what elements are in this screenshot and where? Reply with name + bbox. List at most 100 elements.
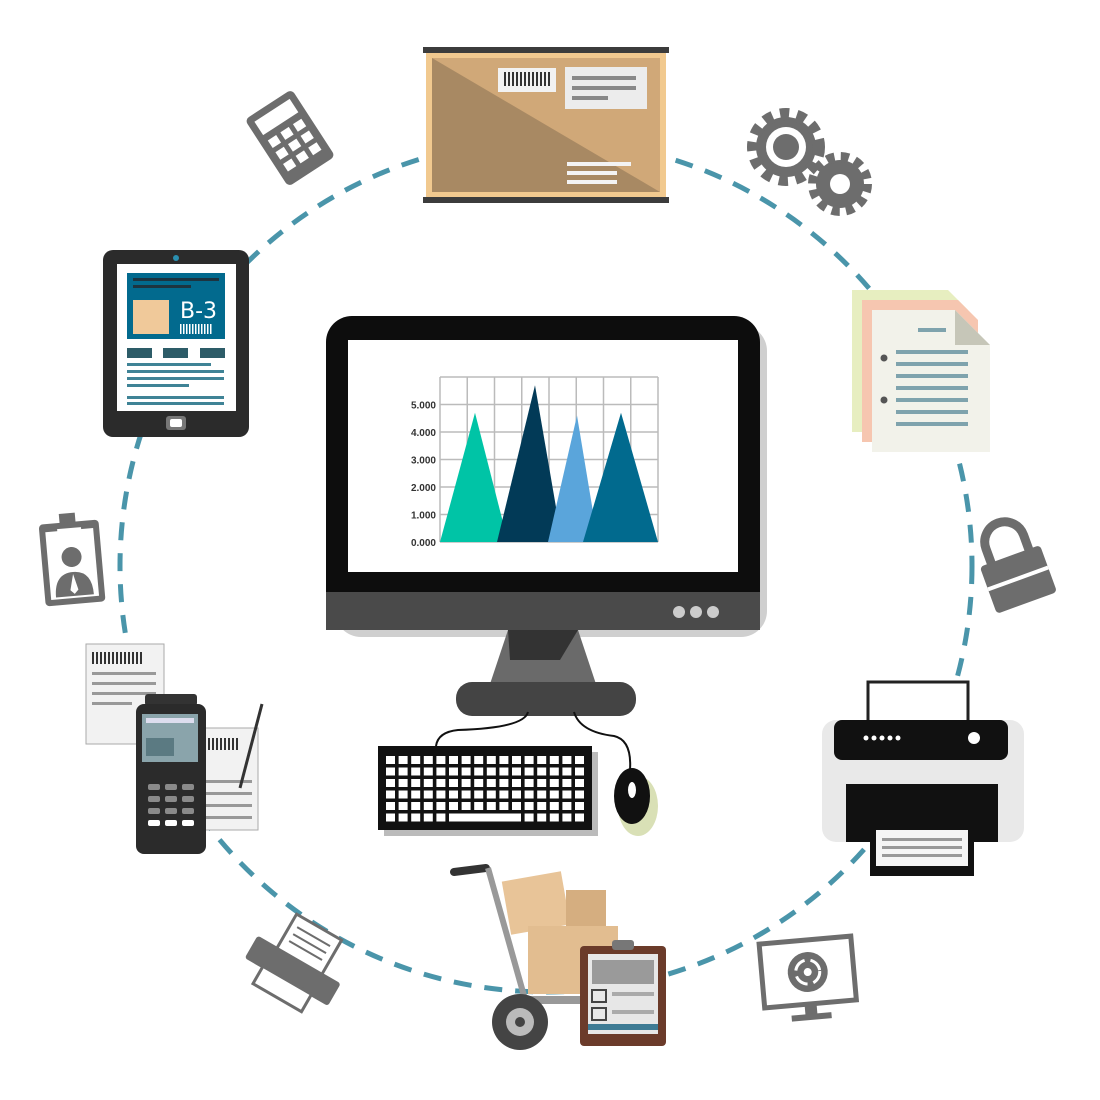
keyboard-key [398, 813, 408, 822]
id-badge-icon [38, 512, 106, 607]
keyboard-key [423, 779, 433, 787]
calculator-icon [246, 91, 334, 185]
keyboard-key [449, 756, 458, 764]
keyboard-key [524, 756, 534, 764]
keyboard-key [512, 756, 521, 764]
keyboard-key [524, 779, 534, 787]
keyboard-cable [435, 711, 632, 771]
keyboard-key [524, 813, 534, 822]
keyboard-key [575, 802, 584, 810]
printer-icon [822, 680, 1024, 876]
keyboard-key [461, 790, 471, 799]
keyboard-key [436, 767, 446, 776]
keyboard-key [575, 790, 584, 799]
keyboard-key [512, 802, 521, 810]
keyboard-key [398, 756, 408, 764]
y-tick-label: 3.000 [411, 456, 436, 467]
keyboard-key [436, 802, 446, 810]
keyboard-key [575, 767, 584, 776]
keyboard-key [474, 756, 484, 764]
y-tick-label: 4.000 [411, 428, 436, 439]
keyboard-key [386, 813, 395, 822]
keyboard-key [449, 790, 458, 799]
keyboard-key [537, 790, 547, 799]
keyboard-key [575, 756, 584, 764]
keyboard-key [398, 802, 408, 810]
keyboard-key [474, 790, 484, 799]
keyboard-key [474, 802, 484, 810]
keyboard-key [449, 767, 458, 776]
keyboard-key [562, 813, 572, 822]
gears-icon [747, 108, 872, 216]
keyboard-key [411, 790, 421, 799]
tablet-label: B-3 [180, 299, 217, 324]
keyboard-key [461, 767, 471, 776]
lock-icon [980, 517, 1056, 613]
keyboard-key [461, 756, 471, 764]
keyboard-key [537, 802, 547, 810]
keyboard-key [537, 756, 547, 764]
keyboard-key [486, 790, 496, 799]
keyboard-key [449, 802, 458, 810]
keyboard-key [549, 790, 559, 799]
keyboard-key [398, 790, 408, 799]
keyboard-key [549, 756, 559, 764]
keyboard-key [512, 767, 521, 776]
keyboard-key [512, 790, 521, 799]
keyboard-key [562, 802, 572, 810]
keyboard-key [562, 790, 572, 799]
keyboard-key [562, 756, 572, 764]
keyboard-key [575, 813, 584, 822]
keyboard-key [386, 767, 395, 776]
keyboard-key [386, 779, 395, 787]
y-tick-label: 0.000 [411, 538, 436, 549]
keyboard-key [398, 779, 408, 787]
documents-icon [852, 290, 990, 452]
area-chart: 0.000 1.000 2.000 3.000 4.000 5.000 [411, 376, 659, 549]
keyboard-key [398, 767, 408, 776]
keyboard-key [562, 779, 572, 787]
clipboard-icon [580, 940, 666, 1046]
keyboard-key [423, 813, 433, 822]
keyboard-key [486, 767, 496, 776]
triangle-series-4 [583, 412, 658, 542]
keyboard-key [499, 756, 509, 764]
triangle-series-3 [548, 415, 598, 542]
keyboard-key [537, 767, 547, 776]
keyboard-key [423, 802, 433, 810]
keyboard-key [423, 767, 433, 776]
keyboard-key [411, 756, 421, 764]
keyboard-key [423, 756, 433, 764]
mouse-icon [614, 768, 658, 836]
y-tick-label: 1.000 [411, 511, 436, 522]
keyboard-key [436, 790, 446, 799]
keyboard-key [411, 767, 421, 776]
keyboard-key [575, 779, 584, 787]
keyboard-key [499, 767, 509, 776]
fax-printer-icon [245, 912, 344, 1014]
triangle-series-2 [497, 385, 562, 542]
hand-truck-icon [450, 864, 618, 1050]
keyboard-key [411, 779, 421, 787]
keyboard-key [436, 779, 446, 787]
keyboard-key [411, 813, 421, 822]
keyboard-key [436, 813, 446, 822]
y-tick-label: 2.000 [411, 483, 436, 494]
keyboard-key [524, 802, 534, 810]
keyboard-key [499, 802, 509, 810]
y-tick-label: 5.000 [411, 401, 436, 412]
keyboard-key [524, 790, 534, 799]
keyboard-key [549, 802, 559, 810]
keyboard-key [537, 779, 547, 787]
keyboard-key [423, 790, 433, 799]
keyboard-key [486, 779, 496, 787]
keyboard-key [386, 790, 395, 799]
keyboard-icon [378, 746, 598, 836]
keyboard-key [386, 802, 395, 810]
keyboard-key [499, 779, 509, 787]
barcode-scanner-icon [85, 643, 264, 854]
keyboard-key [524, 767, 534, 776]
tablet-icon [103, 250, 249, 437]
